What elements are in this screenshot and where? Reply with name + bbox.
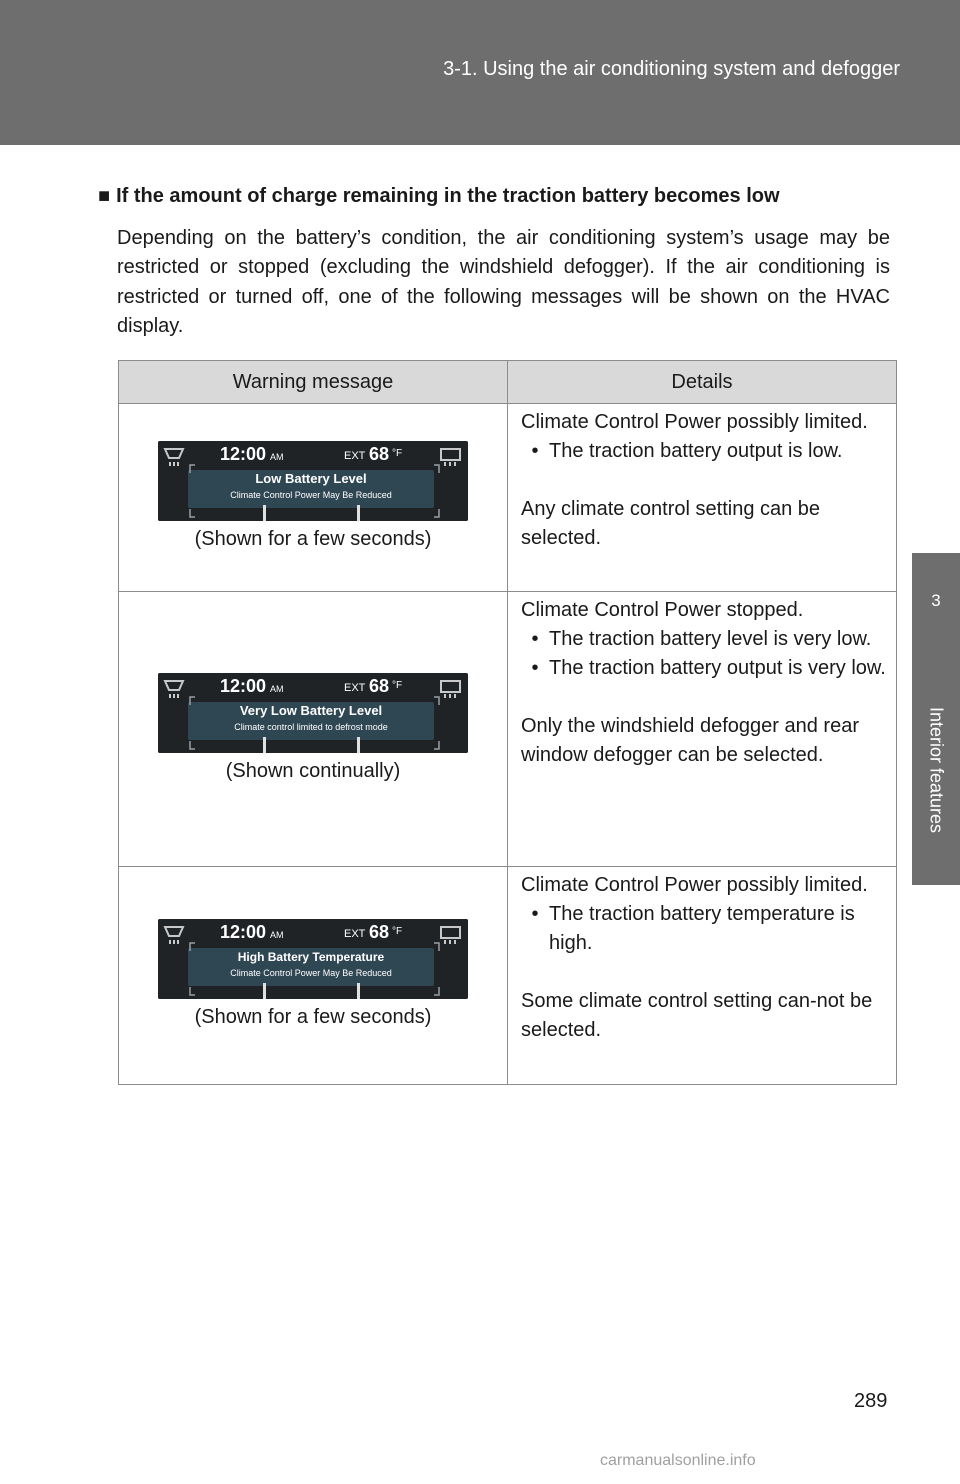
display-ext-label: EXT	[344, 928, 366, 940]
details-status: Climate Control Power stopped.	[521, 599, 804, 621]
display-submessage: Climate Control Power May Be Reduced	[230, 490, 392, 500]
section-heading-text: If the amount of charge remaining in the…	[116, 185, 780, 207]
front-defroster-icon	[163, 448, 185, 466]
table-header-row: Warning message Details	[118, 360, 897, 404]
rear-defogger-icon	[440, 679, 461, 698]
details-cell: Climate Control Power stopped. •The trac…	[507, 591, 897, 867]
display-temperature-unit: °F	[392, 926, 402, 937]
chapter-tab-number: 3	[912, 553, 960, 655]
header-band	[0, 0, 960, 145]
details-status: Climate Control Power possibly limited.	[521, 411, 868, 433]
display-ampm: AM	[270, 684, 284, 694]
display-temperature: 68	[369, 444, 389, 464]
hvac-display-image: 12:00 AM EXT 68 °F Low Battery Level Cli…	[158, 441, 468, 521]
column-header-warning-message: Warning message	[118, 360, 508, 404]
hvac-display-image: 12:00 AM EXT 68 °F Very Low Battery Leve…	[158, 672, 468, 753]
rear-defogger-icon	[440, 448, 461, 466]
warning-caption: (Shown for a few seconds)	[194, 1006, 432, 1028]
square-bullet-icon: ■	[98, 185, 111, 207]
warning-message-table: Warning message Details 12:00	[118, 360, 897, 1085]
hvac-display-image: 12:00 AM EXT 68 °F High Battery Temperat…	[158, 919, 468, 999]
warning-image-cell: 12:00 AM EXT 68 °F Low Battery Level Cli…	[118, 403, 508, 592]
details-bullet: •The traction battery temperature is hig…	[531, 903, 855, 954]
details-cell: Climate Control Power possibly limited. …	[507, 403, 897, 592]
display-time: 12:00	[220, 444, 266, 464]
chapter-tab-label-text: Interior features	[926, 706, 947, 834]
display-submessage: Climate Control Power May Be Reduced	[230, 968, 392, 978]
rear-defogger-icon	[440, 926, 461, 944]
display-ampm: AM	[270, 452, 284, 462]
details-bullet: •The traction battery output is very low…	[531, 657, 886, 679]
intro-paragraph: Depending on the battery’s condition, th…	[117, 227, 890, 337]
details-bullet: •The traction battery output is low.	[531, 440, 843, 462]
display-submessage: Climate control limited to defrost mode	[234, 722, 388, 732]
display-time: 12:00	[220, 922, 266, 942]
display-message: High Battery Temperature	[238, 950, 385, 964]
page-number: 289	[854, 1390, 888, 1412]
details-status: Climate Control Power possibly limited.	[521, 874, 868, 896]
front-defroster-icon	[163, 679, 185, 698]
display-temperature-unit: °F	[392, 680, 402, 691]
section-title: 3-1. Using the air conditioning system a…	[443, 58, 900, 80]
details-note: Any climate control setting can be selec…	[521, 498, 821, 549]
display-ext-label: EXT	[344, 450, 366, 462]
table-row: 12:00 AM EXT 68 °F High Battery Temperat…	[118, 866, 897, 1085]
section-heading: ■If the amount of charge remaining in th…	[98, 185, 898, 208]
warning-image-cell: 12:00 AM EXT 68 °F High Battery Temperat…	[118, 866, 508, 1085]
chapter-tab-label: Interior features	[912, 655, 960, 885]
watermark: carmanualsonline.info	[600, 1452, 756, 1469]
table-row: 12:00 AM EXT 68 °F Low Battery Level Cli…	[118, 403, 897, 592]
display-ext-label: EXT	[344, 682, 366, 694]
display-message: Low Battery Level	[255, 471, 366, 486]
display-message: Very Low Battery Level	[240, 703, 382, 718]
display-ampm: AM	[270, 930, 284, 940]
display-temperature: 68	[369, 922, 389, 942]
table-row: 12:00 AM EXT 68 °F Very Low Battery Leve…	[118, 591, 897, 867]
warning-caption: (Shown continually)	[225, 759, 401, 782]
display-temperature: 68	[369, 676, 389, 696]
warning-image-cell: 12:00 AM EXT 68 °F Very Low Battery Leve…	[118, 591, 508, 867]
details-bullet: •The traction battery level is very low.	[531, 628, 872, 650]
details-note: Some climate control setting can-not be …	[521, 990, 873, 1041]
front-defroster-icon	[163, 926, 185, 944]
warning-caption: (Shown for a few seconds)	[194, 528, 432, 550]
display-temperature-unit: °F	[392, 448, 402, 459]
column-header-details: Details	[507, 360, 897, 404]
display-time: 12:00	[220, 676, 266, 696]
details-note: Only the windshield defogger and rear wi…	[521, 715, 859, 766]
details-cell: Climate Control Power possibly limited. …	[507, 866, 897, 1085]
